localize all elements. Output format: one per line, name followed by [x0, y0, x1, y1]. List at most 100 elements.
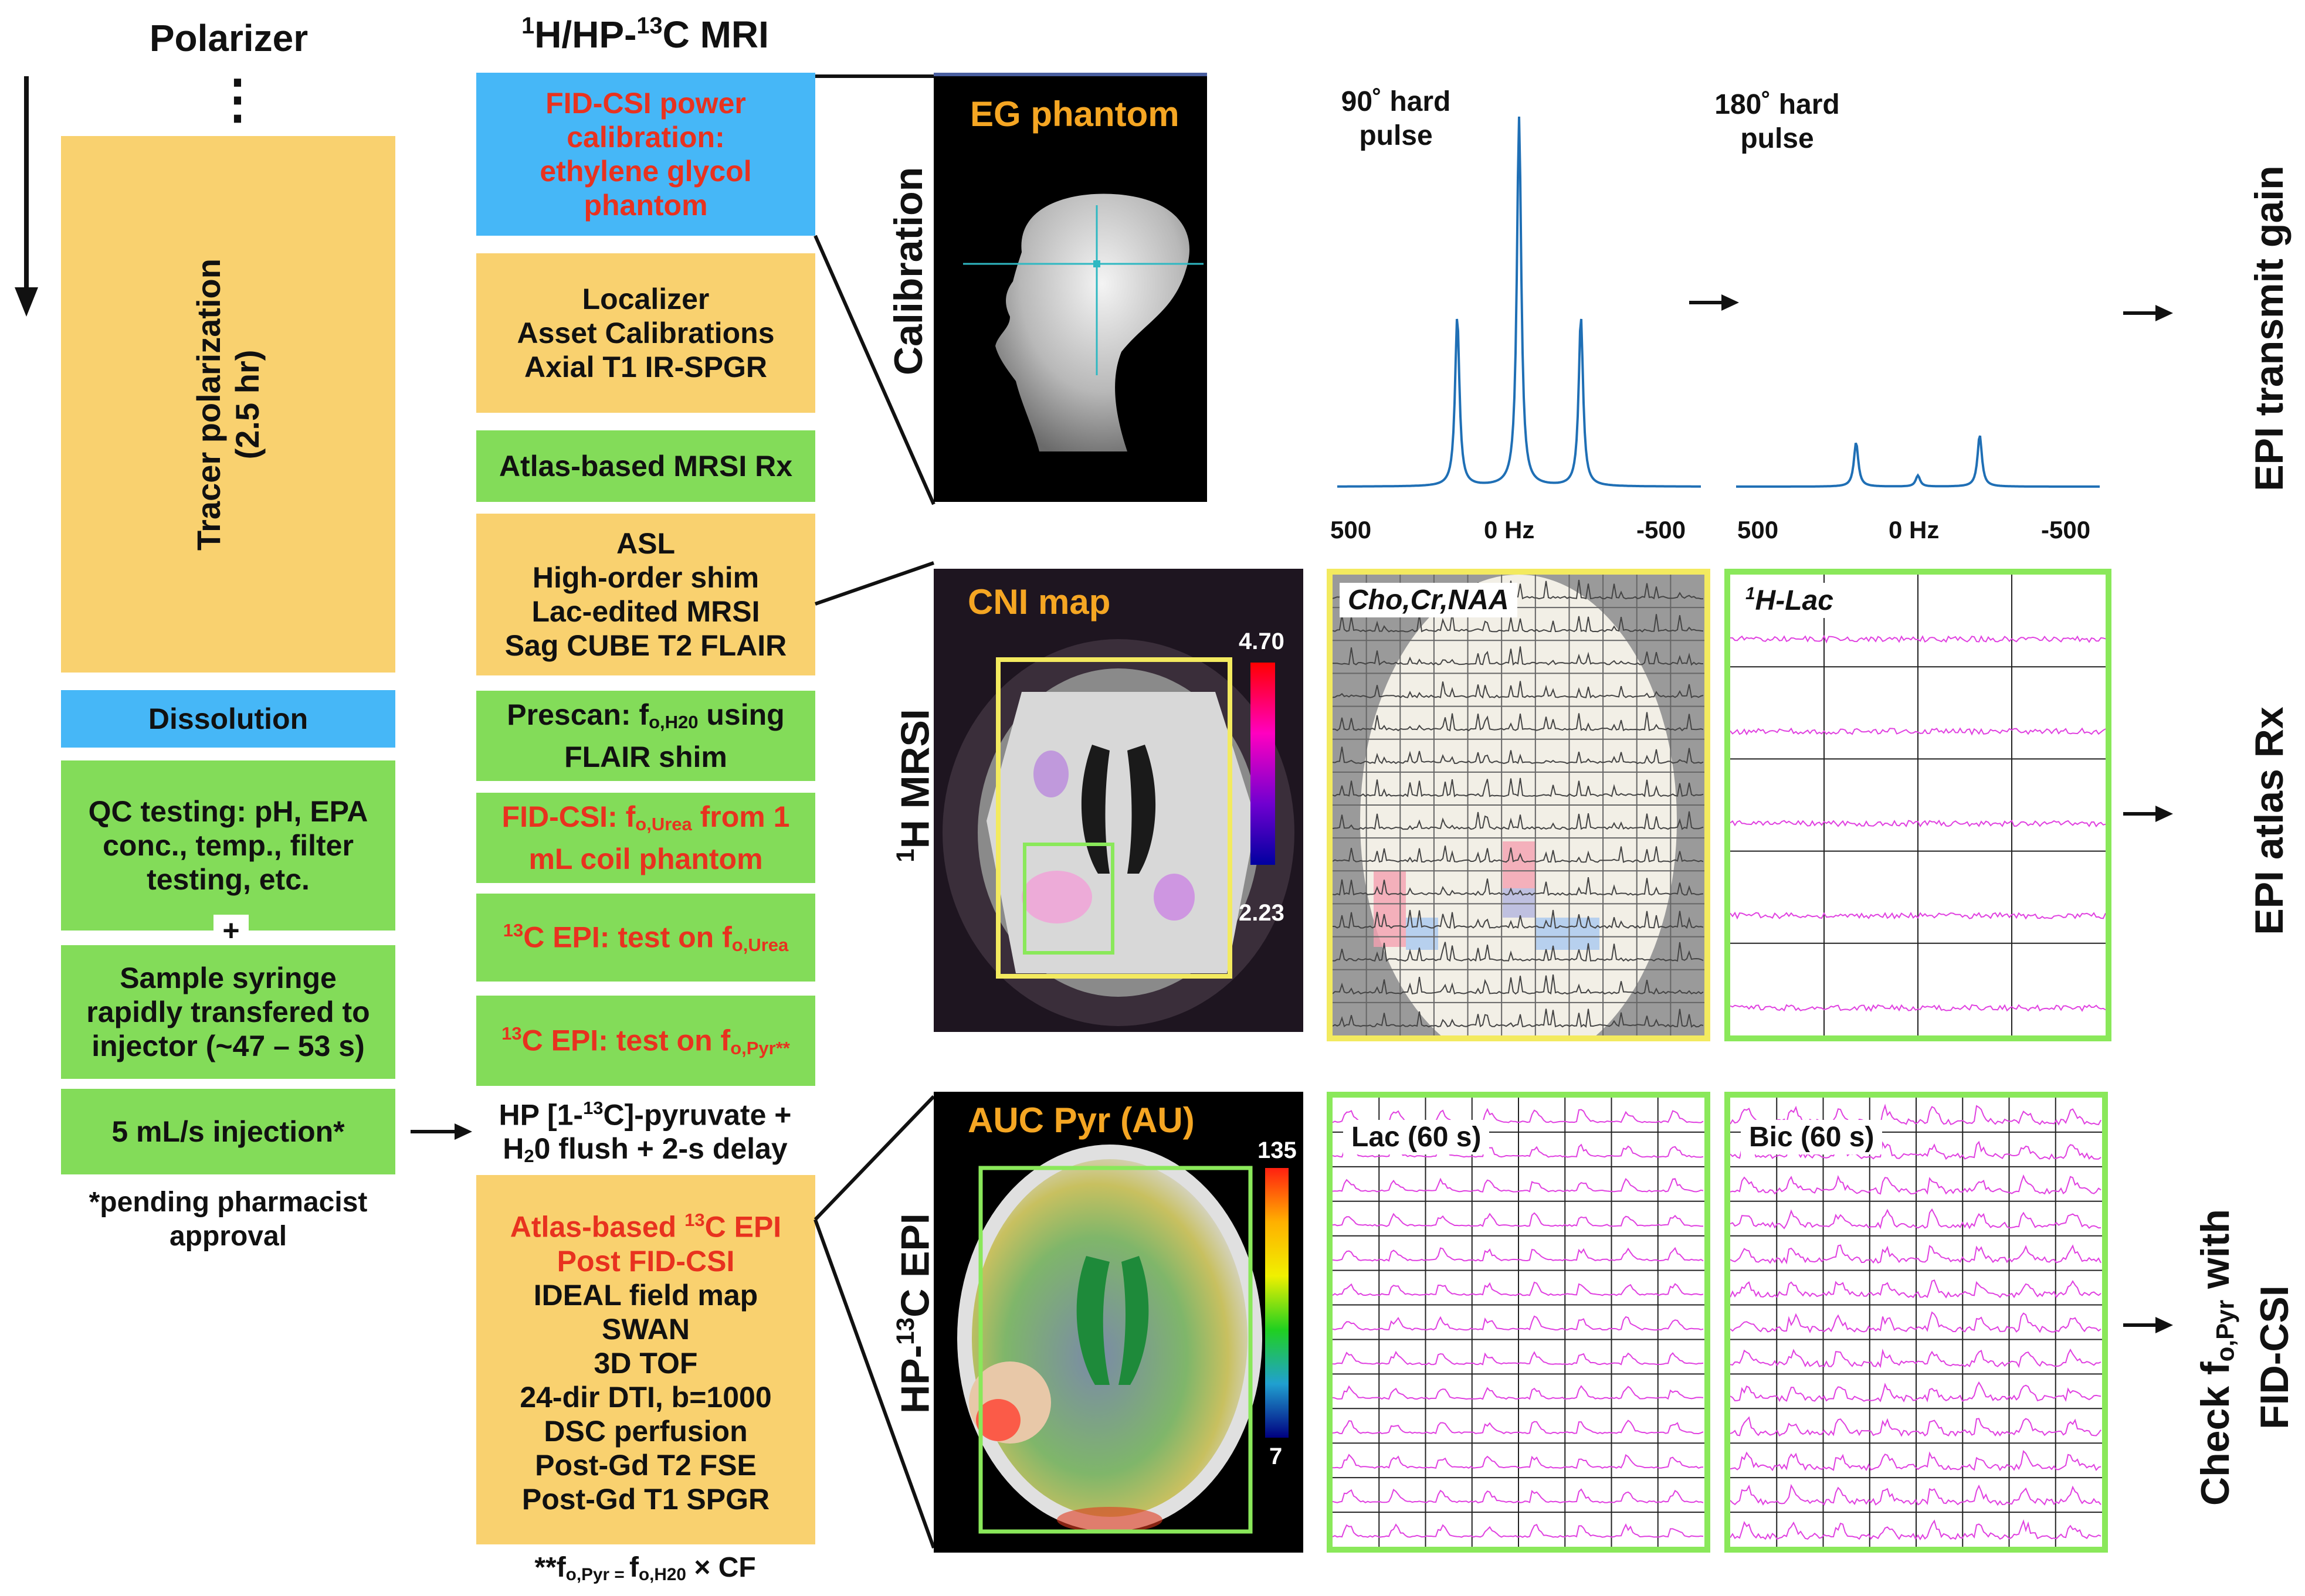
auc-pyr-title: AUC Pyr (AU) — [968, 1101, 1195, 1140]
trace — [1333, 1247, 1704, 1262]
outcome-arrow-3 — [2123, 1317, 2173, 1333]
trace — [1333, 811, 1704, 830]
axis180-left: 500 — [1737, 516, 1779, 544]
bic-epi-grid: Bic (60 s) — [1724, 1092, 2108, 1553]
cni-brain-image — [943, 639, 1294, 1026]
trace — [1730, 911, 2106, 920]
trace — [1730, 1311, 2101, 1333]
pharmacist-footnote: *pending pharmacist approval — [89, 1187, 368, 1252]
pulse90-label: 90˚ hard pulse — [1341, 86, 1451, 151]
trace — [1730, 1244, 2101, 1265]
axis90-right: -500 — [1636, 516, 1686, 544]
epi-row-label: HP-13C EPI — [892, 1213, 938, 1414]
epi-transmit-gain-label: EPI transmit gain — [2247, 165, 2292, 491]
sample-syringe-box: Sample syringe rapidly transfered to inj… — [61, 945, 395, 1079]
trace — [1333, 1212, 1704, 1227]
trace — [1730, 1416, 2101, 1437]
trace — [1730, 1381, 2101, 1403]
trace — [1730, 1004, 2106, 1012]
calibration-row-label: Calibration — [886, 167, 931, 375]
axis180-mid: 0 Hz — [1889, 516, 1940, 544]
ellipsis: ⋮ — [211, 70, 264, 129]
axis180-right: -500 — [2041, 516, 2091, 544]
qc-testing-box: QC testing: pH, EPA conc., temp., filter… — [61, 760, 395, 931]
trace — [1333, 1523, 1704, 1538]
outcome-arrow-2 — [2123, 806, 2173, 822]
trace — [1333, 1420, 1704, 1435]
spectra-arrow — [1689, 294, 1739, 311]
asl-box: ASL High-order shim Lac-edited MRSI Sag … — [476, 514, 815, 675]
cho-cr-naa-title: Cho,Cr,NAA — [1340, 583, 1517, 617]
epi-urea-box: 13C EPI: test on fo,Urea — [476, 894, 815, 982]
trace — [1333, 612, 1704, 633]
localizer-box: Localizer Asset Calibrations Axial T1 IR… — [476, 253, 815, 413]
trace — [1333, 942, 1704, 962]
trace — [1333, 1488, 1704, 1504]
plus-sign: + — [213, 915, 249, 946]
h-lac-title: 1H-Lac — [1737, 583, 1842, 618]
epi-pyr-box: 13C EPI: test on fo,Pyr** — [476, 996, 815, 1086]
trace — [1333, 1454, 1704, 1469]
trace — [1333, 646, 1704, 666]
trace — [1333, 712, 1704, 732]
fid-csi-calibration-box: FID-CSI power calibration: ethylene glyc… — [476, 73, 815, 236]
trace — [1730, 1348, 2101, 1369]
trace — [1333, 1108, 1704, 1123]
atlas-mrsi-box: Atlas-based MRSI Rx — [476, 430, 815, 502]
trace — [1333, 1281, 1704, 1296]
trace — [1730, 1449, 2101, 1472]
lac-epi-title: Lac (60 s) — [1343, 1120, 1490, 1154]
trace — [1730, 634, 2106, 644]
auc-pyr-panel: AUC Pyr (AU) 135 7 — [934, 1092, 1303, 1553]
dissolution-box: Dissolution — [61, 690, 395, 748]
auc-colorbar-min: 7 — [1269, 1444, 1283, 1469]
trace — [1333, 1315, 1704, 1331]
fid-csi-urea-box: FID-CSI: fo,Urea from 1 mL coil phantom — [476, 793, 815, 883]
injection-box: 5 mL/s injection* — [61, 1089, 395, 1174]
trace — [1730, 1519, 2101, 1541]
trace — [1333, 1008, 1704, 1028]
atlas-epi-box: Atlas-based 13C EPI Post FID-CSI IDEAL f… — [476, 1175, 815, 1544]
trace — [1333, 974, 1704, 995]
hp-pyruvate-text: HP [1-13C]-pyruvate + H20 flush + 2-s de… — [499, 1097, 792, 1167]
outcome-arrow-1 — [2123, 305, 2173, 321]
polarizer-title: Polarizer — [149, 17, 309, 59]
trace — [1730, 1174, 2101, 1195]
trace — [1730, 727, 2106, 736]
phantom-head-image — [963, 193, 1204, 451]
trace — [1333, 845, 1704, 863]
h-lac-grid: 1H-Lac — [1724, 569, 2111, 1041]
trace — [1333, 877, 1704, 896]
pyruvate-frequency-footnote: **fo,Pyr = fo,H20 × CF — [534, 1552, 756, 1584]
mri-column-title: 1H/HP-13C MRI — [521, 13, 769, 56]
trace — [1333, 777, 1704, 797]
spectrum-180 — [1736, 435, 2100, 488]
trace — [1730, 1103, 2101, 1126]
cni-map-panel: CNI map 4.70 2.23 — [934, 569, 1303, 1032]
trace — [1333, 681, 1704, 699]
cni-colorbar-min: 2.23 — [1239, 900, 1284, 926]
lac-epi-dynamics — [1333, 1098, 1704, 1547]
trace — [1333, 1350, 1704, 1366]
cni-colorbar-max: 4.70 — [1239, 629, 1284, 654]
cho-cr-naa-grid: Cho,Cr,NAA — [1327, 569, 1710, 1041]
trace — [1333, 909, 1704, 929]
trace — [1333, 1177, 1704, 1193]
spectrum-90-line — [1337, 116, 1701, 488]
h-lac-spectra — [1730, 575, 2106, 1035]
lac-epi-grid: Lac (60 s) — [1327, 1092, 1710, 1553]
tracer-polarization-box: Tracer polarization (2.5 hr) — [61, 136, 395, 673]
prescan-box: Prescan: fo,H20 using FLAIR shim — [476, 691, 815, 781]
auc-brain-image — [957, 1145, 1289, 1534]
eg-phantom-panel: EG phantom — [934, 73, 1207, 502]
trace — [1730, 1279, 2101, 1299]
time-arrow — [15, 76, 38, 317]
cni-map-title: CNI map — [968, 582, 1111, 622]
axis90-left: 500 — [1330, 516, 1372, 544]
trace — [1333, 746, 1704, 765]
epi-atlas-rx-label: EPI atlas Rx — [2247, 707, 2292, 935]
trace — [1333, 1385, 1704, 1400]
axis90-mid: 0 Hz — [1484, 516, 1535, 544]
bic-epi-dynamics — [1730, 1098, 2102, 1547]
